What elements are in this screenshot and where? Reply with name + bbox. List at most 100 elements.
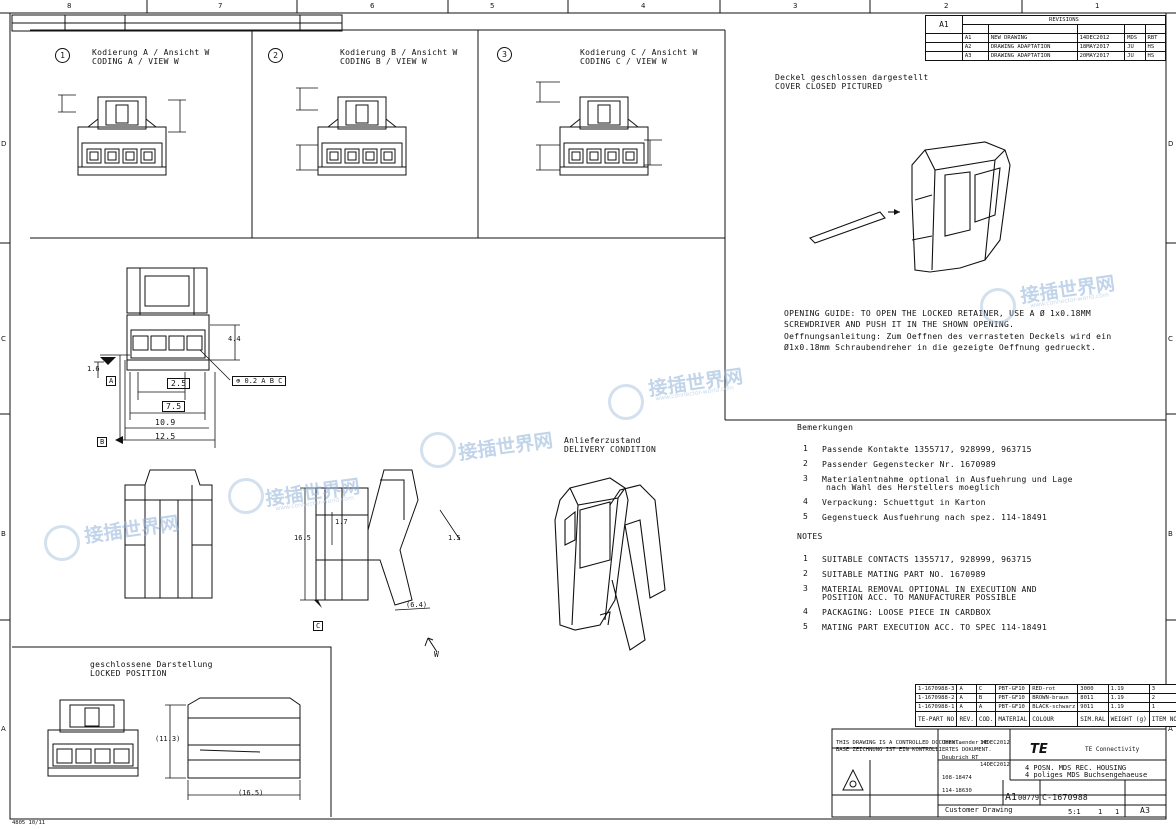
view-w-label: W — [434, 650, 440, 659]
bem-2-num: 2 — [803, 459, 808, 468]
part-weight: 1.19 — [1107, 693, 1150, 703]
product-spec: 108-18474 — [942, 775, 972, 781]
tol-symbol-icon: ⊕ — [236, 377, 245, 385]
part-ral: 8011 — [1077, 693, 1109, 703]
note-4-num: 4 — [803, 607, 808, 616]
part-rev: A — [956, 684, 977, 694]
controlled-doc-en: THIS DRAWING IS A CONTROLLED DOCUMENT. — [836, 740, 962, 746]
coding-a-drawing — [77, 96, 167, 176]
dim-16-5: 16.5 — [294, 534, 311, 542]
part-colour: BLACK-schwarz — [1029, 702, 1079, 712]
note-3-num: 3 — [803, 584, 808, 593]
rev-desc: NEW DRAWING — [987, 33, 1078, 43]
watermark-logo-icon — [608, 384, 644, 420]
dim-7-5: 7.5 — [162, 401, 186, 412]
sheet-of: 1 — [1115, 808, 1120, 816]
part-rev: A — [956, 702, 977, 712]
bem-5-text: Gegenstueck Ausfuehrung nach spez. 114-1… — [822, 513, 1048, 522]
view-number-3: 3 — [497, 47, 512, 62]
cage-code: 00779 — [1018, 794, 1040, 802]
zone-6: 6 — [370, 2, 375, 10]
opening-guide-de-2: Ø1x0.18mm Schraubendreher in die gezeigt… — [784, 343, 1097, 352]
zone-d-left: D — [1, 140, 7, 148]
note-4-text: PACKAGING: LOOSE PIECE IN CARDBOX — [822, 608, 991, 617]
application-spec: 114-18630 — [942, 788, 972, 794]
bem-3-text2: nach Wahl des Herstellers moeglich — [826, 483, 1000, 492]
rev-desc: DRAWING ADAPTATION — [987, 51, 1078, 61]
watermark-logo-icon — [44, 525, 80, 561]
part-item: 1 — [1148, 702, 1176, 712]
rev-date: 20MAY2017 — [1076, 51, 1126, 61]
title-line-1: 4 POSN. MDS REC. HOUSING — [1025, 764, 1127, 772]
part-item: 2 — [1148, 693, 1176, 703]
table-header: TE-PART NO REV. COD. MATERIAL COLOUR SIM… — [914, 711, 1176, 727]
scale-value: 5:1 — [1068, 808, 1081, 816]
note-1-text: SUITABLE CONTACTS 1355717, 928999, 96371… — [822, 555, 1032, 564]
opening-guide-en-1: OPENING GUIDE: TO OPEN THE LOCKED RETAIN… — [784, 309, 1091, 318]
bem-5-num: 5 — [803, 512, 808, 521]
rev-desc: DRAWING ADAPTATION — [987, 42, 1078, 52]
col-ral: SIM.RAL — [1077, 711, 1109, 727]
bem-3-text: Materialentnahme optional in Ausfuehrung… — [822, 475, 1073, 484]
note-3-text: MATERIAL REMOVAL OPTIONAL IN EXECUTION A… — [822, 585, 1037, 594]
coding-a-label-de: Kodierung A / Ansicht W — [92, 48, 210, 57]
bem-4-text: Verpackung: Schuettgut in Karton — [822, 498, 986, 507]
opening-guide-de-1: Oeffnungsanleitung: Zum Oeffnen des verr… — [784, 332, 1112, 341]
coding-b-label-de: Kodierung B / Ansicht W — [340, 48, 458, 57]
part-number: 1-1670988-2 — [914, 693, 958, 703]
front-view-drawing — [126, 267, 210, 371]
zone-a-left: A — [1, 725, 6, 733]
bemerkungen-title: Bemerkungen — [797, 423, 854, 432]
drawn-name: Oberlaender HE — [942, 740, 989, 746]
rev-row: A2 DRAWING ADAPTATION 18MAY2017 JU HS — [925, 42, 1167, 52]
zone-1: 1 — [1095, 2, 1100, 10]
rev-row: A3 DRAWING ADAPTATION 20MAY2017 JU HS — [925, 51, 1167, 61]
part-item: 3 — [1148, 684, 1176, 694]
bem-1-num: 1 — [803, 444, 808, 453]
title-rev: A3 — [1140, 806, 1151, 815]
note-5-num: 5 — [803, 622, 808, 631]
dim-2-5: 2.5 — [167, 378, 191, 389]
part-rev: A — [956, 693, 977, 703]
tol-value: 0.2 — [244, 377, 258, 385]
part-material: PBT-GF10 — [995, 702, 1031, 712]
dim-1-6: 1.6 — [87, 365, 100, 373]
rev-row: A1 NEW DRAWING 14DEC2012 MDS RBT — [925, 33, 1167, 43]
rev-ltr: A3 — [961, 51, 989, 61]
rev-date: 14DEC2012 — [1076, 33, 1126, 43]
rev-ltr: A1 — [961, 33, 989, 43]
coding-c-label-de: Kodierung C / Ansicht W — [580, 48, 698, 57]
zone-b-left: B — [1, 530, 6, 538]
opening-guide-en-2: SCREWDRIVER AND PUSH IT IN THE SHOWN OPE… — [784, 320, 1015, 329]
drawn-date: 14DEC2012 — [980, 740, 1010, 746]
company-name: TE Connectivity — [1085, 746, 1140, 753]
part-number: 1-1670988-3 — [914, 684, 958, 694]
cover-label-de: Deckel geschlossen dargestellt — [775, 73, 929, 82]
coding-b-label-en: CODING B / VIEW W — [340, 57, 427, 66]
dim-6-4: (6.4) — [406, 601, 428, 609]
zone-7: 7 — [218, 2, 223, 10]
rev-apvd: HS — [1144, 51, 1167, 61]
col-part-no: TE-PART NO — [914, 711, 958, 727]
part-weight: 1.19 — [1107, 702, 1150, 712]
col-cod: COD. — [975, 711, 997, 727]
datum-a: A — [106, 376, 117, 386]
checked-date: 14DEC2012 — [980, 762, 1010, 768]
table-row: 1-1670988-3 A C PBT-GF10 RED-rot 3000 1.… — [914, 684, 1176, 694]
part-colour: RED-rot — [1029, 684, 1079, 694]
part-cod: B — [975, 693, 997, 703]
datum-b: B — [97, 437, 108, 447]
rev-current: A1 — [925, 15, 963, 34]
watermark-logo-icon — [420, 432, 456, 468]
sheet-size: A1 — [1005, 792, 1018, 803]
bem-4-num: 4 — [803, 497, 808, 506]
rev-dwn: JU — [1124, 42, 1146, 52]
te-logo: TE — [1030, 742, 1048, 757]
coding-b-drawing — [317, 96, 407, 176]
zone-d-right: D — [1168, 140, 1174, 148]
title-line-2: 4 poliges MDS Buchsengehaeuse — [1025, 771, 1148, 779]
note-2-text: SUITABLE MATING PART NO. 1670989 — [822, 570, 986, 579]
revisions-title: REVISIONS — [961, 15, 1167, 25]
